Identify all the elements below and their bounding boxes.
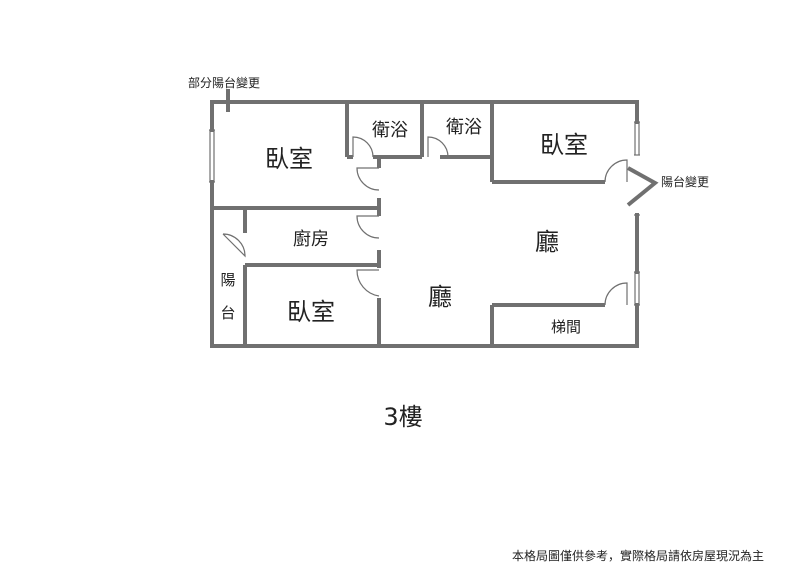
balcony-change-chevron	[626, 166, 659, 207]
living-room-right-label: 廳	[535, 228, 559, 256]
stairwell-label: 梯間	[551, 318, 581, 336]
footer-note: 本格局圖僅供參考，實際格局請依房屋現況為主	[512, 548, 764, 563]
balcony-label-2: 台	[220, 304, 235, 322]
bedroom-top-left-label: 臥室	[265, 145, 313, 173]
interior-walls	[212, 89, 605, 346]
balcony-change-label: 陽台變更	[661, 174, 709, 189]
floor-label: 3樓	[383, 403, 422, 431]
bedroom-bottom-label: 臥室	[287, 298, 335, 326]
kitchen-label: 廚房	[293, 228, 329, 250]
bedroom-top-right-label: 臥室	[540, 131, 588, 159]
doors	[222, 136, 628, 336]
windows	[209, 121, 640, 306]
balcony-label-1: 陽	[220, 271, 235, 289]
partial-balcony-change-label: 部分陽台變更	[188, 75, 260, 90]
living-room-center-label: 廳	[428, 283, 452, 311]
bathroom-2-label: 衛浴	[446, 117, 482, 138]
bathroom-1-label: 衛浴	[372, 120, 408, 141]
